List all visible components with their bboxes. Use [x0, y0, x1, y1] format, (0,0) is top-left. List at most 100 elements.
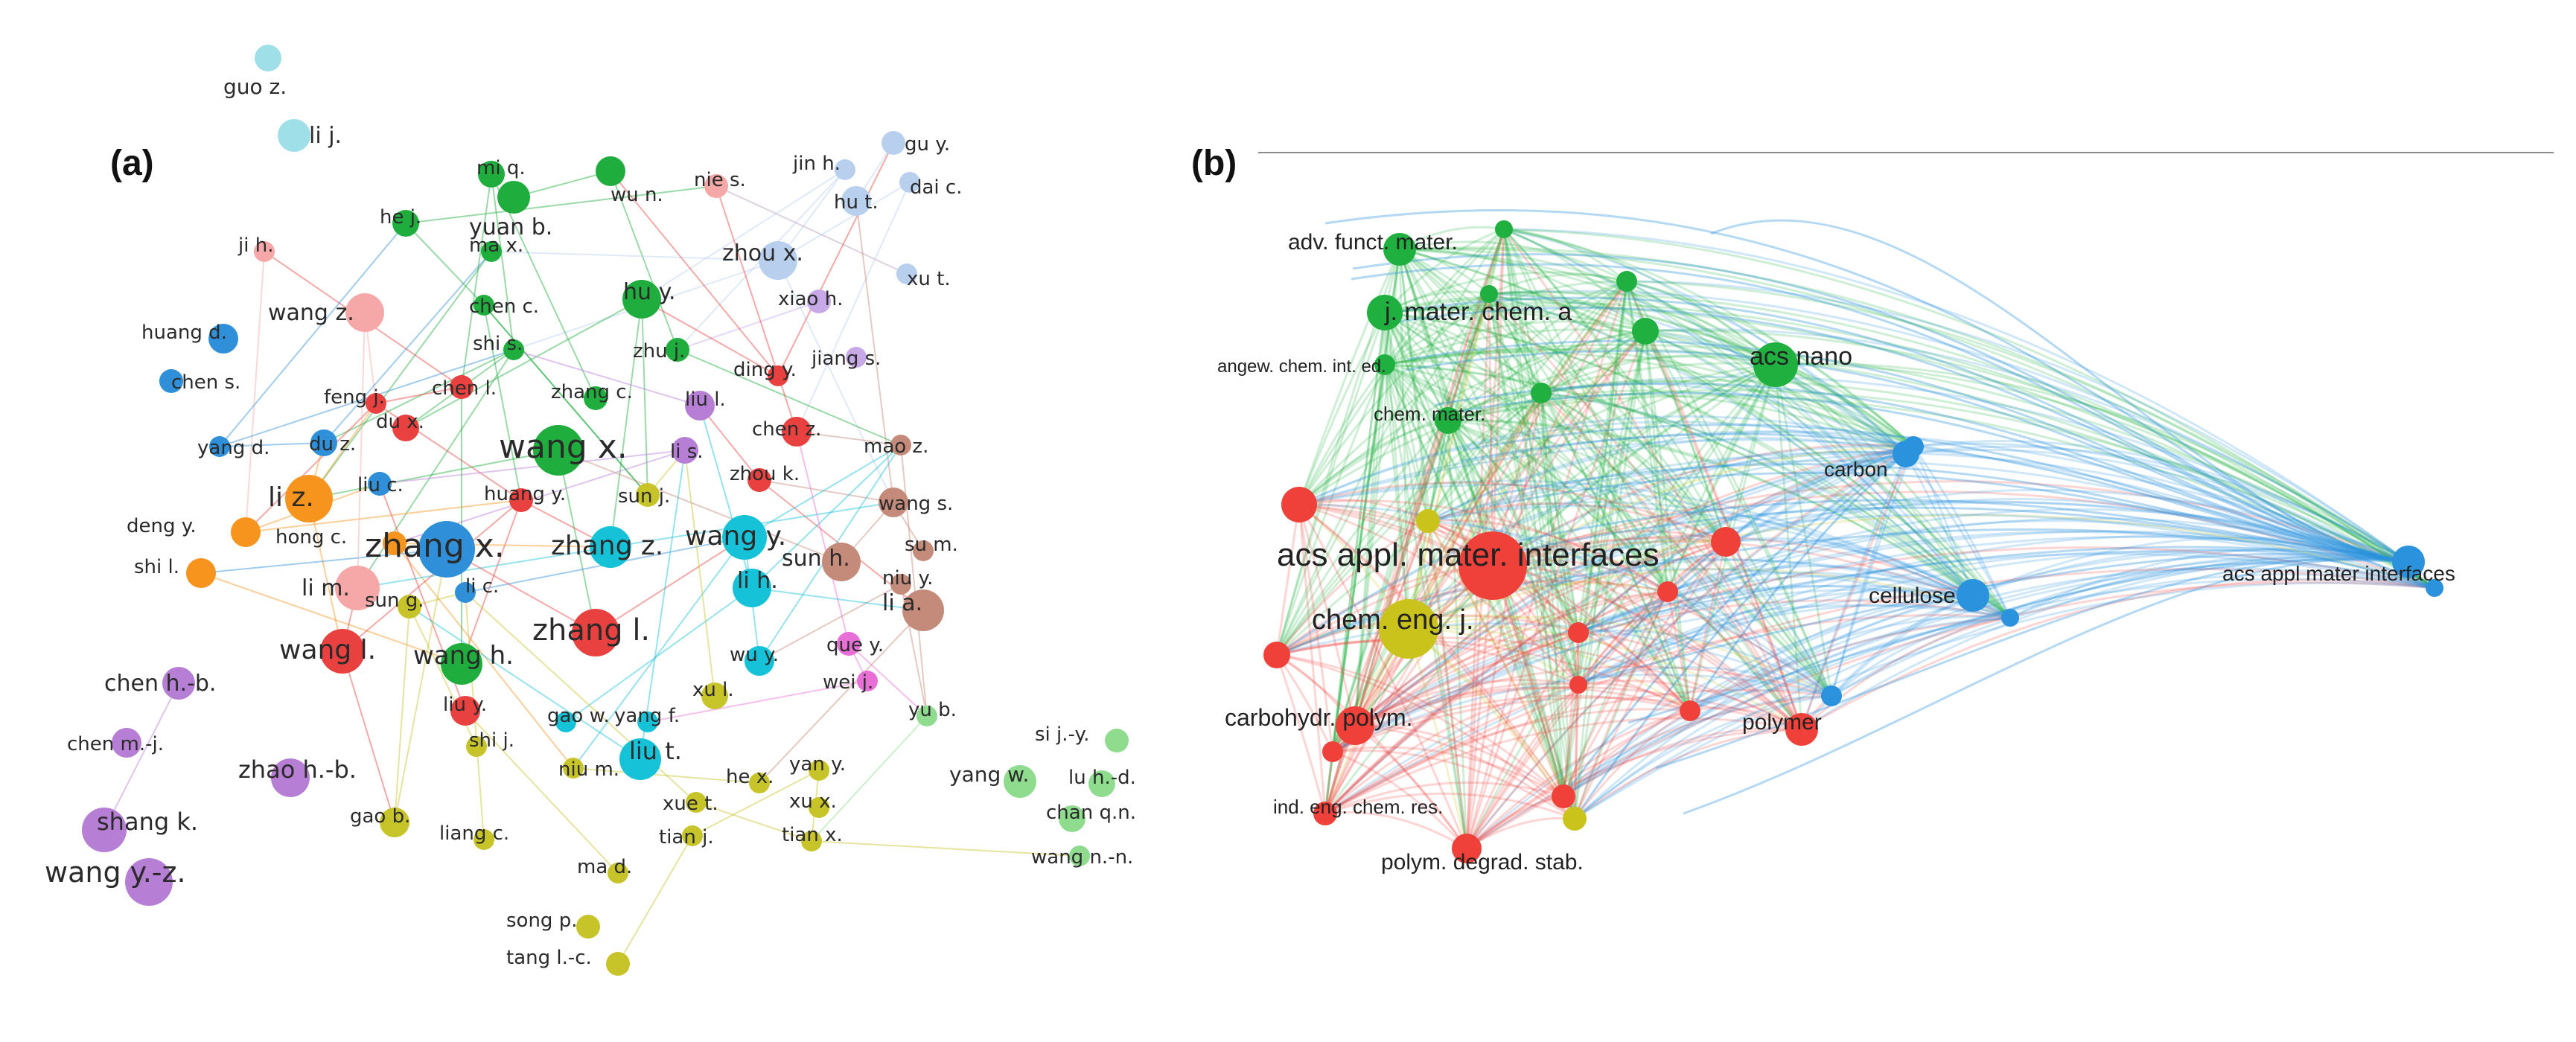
author-node[interactable]: [841, 186, 871, 216]
author-node[interactable]: [1004, 765, 1036, 798]
author-node[interactable]: [749, 773, 770, 793]
journal-node[interactable]: [1785, 713, 1818, 746]
author-node[interactable]: [666, 338, 689, 362]
journal-node[interactable]: [1753, 342, 1798, 387]
author-node[interactable]: [590, 526, 631, 568]
author-node[interactable]: [747, 468, 771, 492]
journal-node-minor[interactable]: [1552, 784, 1575, 808]
author-node[interactable]: [231, 517, 261, 547]
author-node[interactable]: [1105, 729, 1129, 752]
journal-node[interactable]: [1452, 834, 1482, 863]
author-node[interactable]: [398, 595, 421, 619]
author-node[interactable]: [733, 569, 771, 607]
author-node[interactable]: [881, 131, 905, 155]
author-node[interactable]: [271, 758, 310, 797]
author-node[interactable]: [1069, 846, 1090, 866]
author-node[interactable]: [335, 566, 380, 610]
author-node[interactable]: [846, 347, 867, 368]
journal-node-minor[interactable]: [1616, 271, 1637, 292]
author-node[interactable]: [916, 706, 937, 726]
author-node[interactable]: [782, 417, 812, 447]
author-node[interactable]: [481, 241, 502, 262]
author-node[interactable]: [619, 738, 661, 780]
journal-node[interactable]: [1383, 233, 1416, 266]
author-node[interactable]: [392, 210, 419, 237]
author-node[interactable]: [637, 712, 658, 732]
author-node[interactable]: [622, 280, 661, 319]
author-node[interactable]: [82, 808, 127, 852]
journal-node[interactable]: [1374, 354, 1395, 375]
author-node[interactable]: [890, 435, 911, 456]
journal-node-minor[interactable]: [1657, 581, 1678, 602]
author-node[interactable]: [1059, 805, 1085, 832]
author-node[interactable]: [745, 646, 774, 676]
author-node[interactable]: [278, 119, 310, 152]
author-node[interactable]: [455, 582, 476, 603]
author-node[interactable]: [497, 181, 530, 214]
author-node[interactable]: [768, 365, 788, 386]
author-node[interactable]: [383, 531, 407, 555]
author-node[interactable]: [807, 290, 831, 313]
author-node[interactable]: [285, 475, 333, 522]
journal-node-minor[interactable]: [1322, 741, 1343, 762]
author-node[interactable]: [345, 293, 384, 332]
journal-node[interactable]: [1336, 706, 1374, 745]
author-node[interactable]: [310, 429, 337, 456]
author-node[interactable]: [576, 915, 600, 939]
author-node[interactable]: [555, 712, 576, 732]
journal-node-minor[interactable]: [1281, 487, 1317, 522]
author-node[interactable]: [584, 386, 608, 410]
author-node[interactable]: [254, 241, 275, 262]
author-node[interactable]: [899, 172, 920, 193]
journal-node-minor[interactable]: [1416, 509, 1440, 533]
author-node[interactable]: [208, 324, 238, 354]
journal-node-minor[interactable]: [1480, 285, 1498, 303]
author-node[interactable]: [474, 295, 494, 316]
journal-node-minor[interactable]: [1711, 527, 1741, 557]
author-node[interactable]: [890, 574, 911, 595]
author-node[interactable]: [368, 472, 392, 496]
author-node[interactable]: [572, 609, 619, 656]
author-node[interactable]: [366, 393, 386, 414]
journal-node[interactable]: [1458, 531, 1527, 600]
journal-node[interactable]: [1313, 802, 1337, 825]
author-node[interactable]: [722, 515, 767, 560]
author-node[interactable]: [759, 241, 797, 280]
author-node[interactable]: [902, 589, 944, 631]
author-node[interactable]: [822, 543, 861, 581]
author-node[interactable]: [533, 425, 584, 476]
author-node[interactable]: [125, 858, 173, 906]
author-node[interactable]: [596, 156, 625, 186]
author-node[interactable]: [186, 558, 216, 588]
author-node[interactable]: [809, 760, 829, 781]
author-node[interactable]: [606, 952, 630, 976]
author-node[interactable]: [704, 174, 728, 198]
author-node[interactable]: [392, 415, 419, 441]
journal-node-minor[interactable]: [2426, 579, 2443, 597]
author-node[interactable]: [835, 159, 855, 180]
author-node[interactable]: [701, 683, 728, 709]
journal-node-minor[interactable]: [1568, 622, 1589, 643]
author-node[interactable]: [162, 667, 195, 700]
journal-node-minor[interactable]: [1821, 685, 1842, 706]
author-node[interactable]: [255, 45, 281, 71]
journal-node-minor[interactable]: [2001, 609, 2019, 627]
author-node[interactable]: [112, 728, 141, 758]
author-node[interactable]: [682, 825, 703, 846]
journal-node-minor[interactable]: [1495, 220, 1513, 238]
author-node[interactable]: [320, 629, 365, 674]
author-node[interactable]: [380, 808, 409, 837]
journal-node-minor[interactable]: [1263, 642, 1290, 668]
author-node[interactable]: [879, 488, 908, 517]
journal-node-minor[interactable]: [1680, 700, 1700, 721]
author-node[interactable]: [563, 758, 584, 779]
journal-node-minor[interactable]: [1569, 676, 1587, 694]
author-node[interactable]: [1088, 770, 1115, 797]
author-node[interactable]: [857, 671, 878, 691]
author-node[interactable]: [837, 632, 861, 656]
author-node[interactable]: [478, 161, 505, 188]
author-node[interactable]: [503, 339, 524, 360]
author-node[interactable]: [672, 437, 698, 464]
journal-node[interactable]: [1957, 579, 1989, 612]
author-node[interactable]: [608, 863, 628, 883]
